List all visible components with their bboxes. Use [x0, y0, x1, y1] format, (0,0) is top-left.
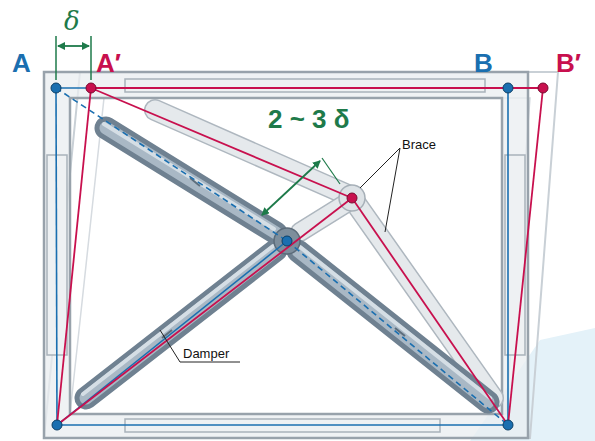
- point-label: A: [12, 50, 31, 76]
- point-label: B: [474, 50, 493, 76]
- delta-label: δ: [64, 8, 80, 34]
- point-label: B′: [556, 50, 581, 76]
- part-label: Brace: [402, 138, 436, 151]
- part-label: Damper: [183, 347, 229, 360]
- point-label: A′: [96, 50, 121, 76]
- dimension-label: 2 ~ 3 δ: [268, 106, 350, 132]
